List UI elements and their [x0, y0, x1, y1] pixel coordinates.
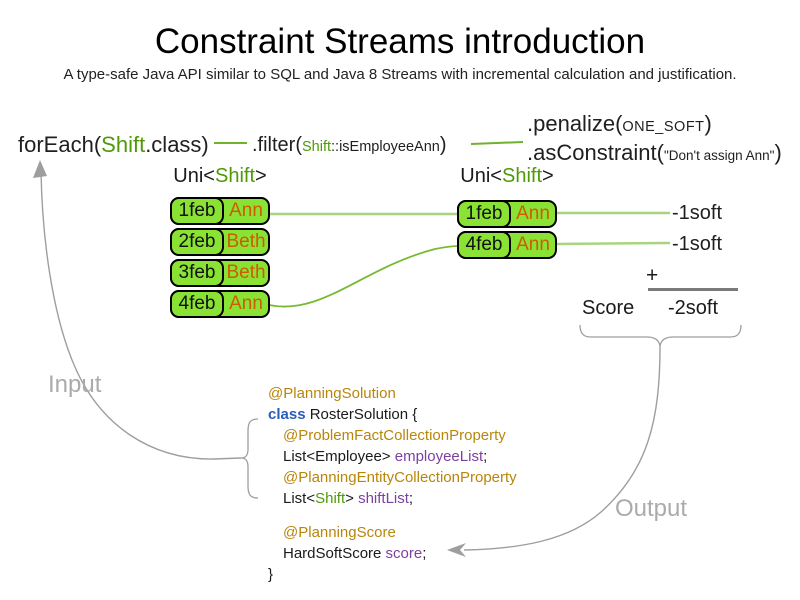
filter-pre: .filter(	[252, 134, 302, 156]
stream-curve-4feb	[268, 245, 460, 308]
code-segment-field: score	[385, 545, 423, 562]
filter-arg-type: Shift	[302, 139, 332, 155]
code-segment-plain: List<Employee>	[283, 448, 395, 465]
shift-date-cell: 3feb	[170, 259, 224, 287]
code-line: class RosterSolution {	[268, 404, 517, 425]
code-segment-annotation: @PlanningSolution	[268, 385, 396, 402]
input-brace	[240, 418, 259, 499]
code-segment-type: Shift	[315, 490, 346, 507]
right-stream-type-label: Uni<Shift>	[455, 165, 559, 188]
penalty-line-2	[554, 241, 671, 246]
penalty-value-1: -1soft	[672, 202, 723, 224]
code-line: List<Shift> shiftList;	[268, 488, 517, 509]
shift-date-cell: 2feb	[170, 228, 224, 256]
code-segment-field: employeeList	[394, 448, 484, 465]
left-stream-type-label: Uni<Shift>	[170, 165, 270, 188]
uni-post: >	[542, 165, 554, 187]
page-subtitle: A type-safe Java API similar to SQL and …	[63, 66, 737, 83]
flow-connector-2	[470, 141, 524, 145]
plus-sign: +	[646, 264, 659, 287]
shift-employee-cell: Ann	[516, 234, 550, 255]
code-line: List<Employee> employeeList;	[268, 446, 517, 467]
filter-call: .filter(Shift::isEmployeeAnn)	[252, 134, 447, 157]
asconstraint-call: .asConstraint("Don't assign Ann")	[527, 140, 782, 166]
code-segment-keyword: class	[268, 406, 306, 423]
penalize-post: )	[704, 111, 712, 136]
code-segment-plain: List<	[283, 490, 316, 507]
code-segment-plain: HardSoftScore	[283, 545, 386, 562]
uni-type: Shift	[214, 165, 256, 187]
code-line: @ProblemFactCollectionProperty	[268, 425, 517, 446]
code-line: @PlanningScore	[268, 522, 517, 543]
uni-pre: Uni<	[173, 165, 215, 187]
filter-arg-rest: ::isEmployeeAnn	[331, 139, 440, 155]
code-segment-annotation: @ProblemFactCollectionProperty	[283, 427, 506, 444]
code-line	[268, 509, 517, 522]
sum-divider	[648, 288, 738, 291]
code-segment-plain: ;	[483, 448, 488, 465]
roster-solution-code-block: @PlanningSolution class RosterSolution { @…	[268, 383, 517, 585]
page-title: Constraint Streams introduction	[154, 22, 646, 61]
shift-date-cell: 4feb	[170, 290, 224, 318]
code-line: @PlanningSolution	[268, 383, 517, 404]
uni-type: Shift	[501, 165, 543, 187]
shift-employee-cell: Beth	[226, 231, 266, 252]
code-segment-plain: ;	[408, 490, 414, 507]
shift-employee-cell: Ann	[516, 203, 550, 224]
code-line: }	[268, 564, 517, 585]
code-segment-plain: RosterSolution {	[305, 406, 418, 423]
uni-post: >	[255, 165, 267, 187]
penalize-arg: ONE_SOFT	[622, 119, 705, 135]
output-brace	[579, 324, 742, 347]
shift-employee-cell: Ann	[229, 293, 263, 314]
code-line: @PlanningEntityCollectionProperty	[268, 467, 517, 488]
shift-date-cell: 1feb	[457, 200, 511, 228]
code-segment-plain: }	[268, 566, 274, 583]
shift-employee-cell: Ann	[229, 200, 263, 221]
penalize-call: .penalize(ONE_SOFT)	[527, 111, 712, 137]
code-segment-field: shiftList	[358, 490, 409, 507]
score-total: -2soft	[668, 297, 719, 319]
output-label: Output	[615, 495, 688, 522]
input-label: Input	[48, 371, 102, 398]
filter-post: )	[439, 134, 447, 156]
foreach-post: .class)	[145, 132, 209, 157]
penalty-value-2: -1soft	[672, 233, 723, 255]
foreach-type: Shift	[101, 132, 146, 157]
foreach-pre: forEach(	[18, 132, 102, 157]
uni-pre: Uni<	[460, 165, 502, 187]
shift-date-cell: 1feb	[170, 197, 224, 225]
asconstraint-post: )	[774, 140, 782, 165]
code-segment-annotation: @PlanningEntityCollectionProperty	[283, 469, 517, 486]
code-line: HardSoftScore score;	[268, 543, 517, 564]
score-label: Score	[582, 297, 635, 319]
asconstraint-pre: .asConstraint(	[527, 140, 664, 165]
foreach-call: forEach(Shift.class)	[18, 132, 209, 158]
shift-employee-cell: Beth	[226, 262, 266, 283]
asconstraint-arg: "Don't assign Ann"	[663, 148, 775, 163]
shift-date-cell: 4feb	[457, 231, 511, 259]
penalize-pre: .penalize(	[527, 111, 623, 136]
code-segment-plain: ;	[422, 545, 427, 562]
input-arrowhead-icon	[33, 160, 47, 178]
code-segment-annotation: @PlanningScore	[283, 524, 396, 541]
code-segment-plain: >	[345, 490, 359, 507]
